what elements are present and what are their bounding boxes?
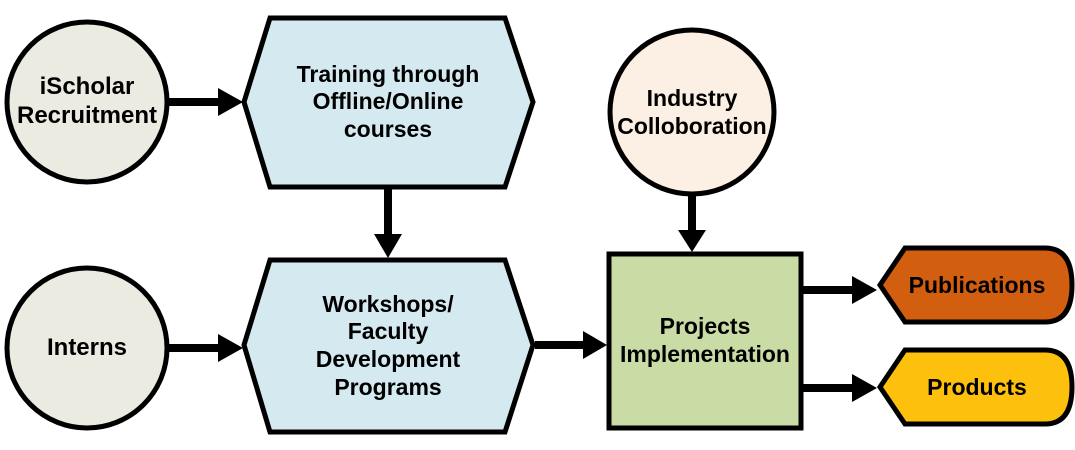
projects-line-1: Projects (659, 313, 751, 340)
workshops-line-4: Programs (334, 373, 442, 400)
arrow-industry-to-projects (678, 196, 706, 252)
training-line-1: Training through (296, 60, 480, 87)
training-line-2: Offline/Online (312, 88, 464, 115)
ischolar-line-1: iScholar (39, 73, 135, 101)
products-label: Products (884, 368, 1070, 408)
products-shape (876, 347, 1075, 427)
publications-label: Publications (884, 266, 1070, 306)
ischolar-recruitment-circle (4, 19, 170, 185)
workshops-line-3: Development (315, 346, 461, 372)
workshops-line-2: Faculty (347, 318, 429, 345)
arrow-projects-to-publications (803, 276, 877, 304)
workshops-hexagon (241, 257, 536, 435)
industry-line-2: Colloboration (617, 113, 767, 139)
arrow-ischolar-to-training (168, 88, 243, 116)
interns-label: Interns (7, 318, 167, 378)
ischolar-recruitment-label: iScholar Recruitment (7, 52, 167, 152)
industry-line-1: Industry (646, 85, 738, 112)
arrow-interns-to-workshops (168, 334, 243, 362)
training-line-3: courses (343, 115, 433, 142)
projects-implementation-box (606, 251, 804, 431)
projects-implementation-label: Projects Implementation (609, 306, 801, 376)
publications-shape (876, 245, 1075, 325)
interns-circle (4, 265, 170, 431)
products-line-1: Products (927, 374, 1027, 401)
workshops-line-1: Workshops/ (322, 290, 454, 317)
workshops-label: Workshops/ Faculty Development Programs (262, 278, 514, 414)
arrow-training-to-workshops (374, 188, 402, 258)
ischolar-line-2: Recruitment (16, 102, 158, 129)
projects-line-2: Implementation (620, 341, 790, 367)
arrow-projects-to-products (803, 374, 877, 402)
interns-line-1: Interns (46, 333, 127, 361)
arrow-workshops-to-projects (535, 331, 607, 359)
training-label: Training through Offline/Online courses (262, 50, 514, 154)
industry-colloboration-label: Industry Colloboration (606, 80, 778, 146)
training-hexagon (241, 15, 536, 190)
industry-colloboration-circle (607, 27, 777, 197)
publications-line-1: Publications (908, 272, 1046, 299)
